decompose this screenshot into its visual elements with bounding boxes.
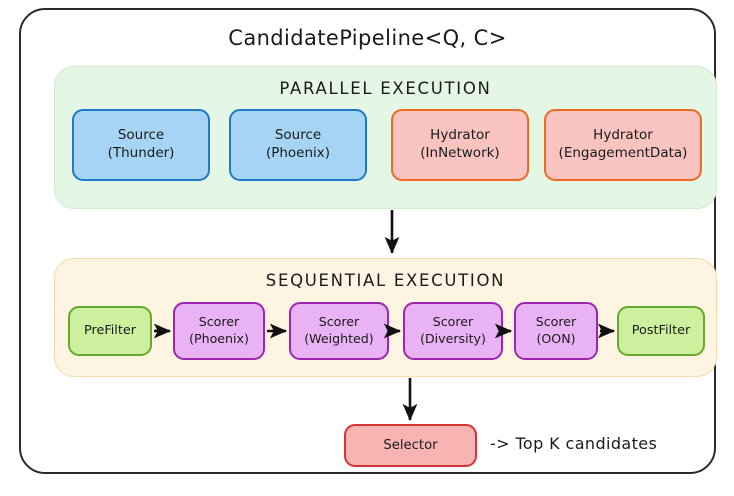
- node-label-line1: Scorer: [432, 314, 474, 330]
- node-label-line1: PostFilter: [631, 322, 691, 338]
- node-label-line1: Scorer: [198, 314, 240, 330]
- node-label-line1: Scorer: [318, 314, 360, 330]
- node-scorer-diversity[interactable]: Scorer (Diversity): [403, 302, 503, 360]
- node-label-line2: (InNetwork): [420, 145, 500, 161]
- node-label-line1: Hydrator: [593, 127, 653, 144]
- pipeline-container: CandidatePipeline<Q, C> PARALLEL EXECUTI…: [19, 8, 717, 474]
- node-scorer-oon[interactable]: Scorer (OON): [514, 302, 598, 360]
- node-label-line1: Source: [274, 127, 322, 144]
- node-scorer-weighted[interactable]: Scorer (Weighted): [289, 302, 389, 360]
- node-label-line1: PreFilter: [83, 322, 137, 338]
- diagram-title: CandidatePipeline<Q, C>: [228, 26, 507, 50]
- node-source-phoenix[interactable]: Source (Phoenix): [229, 109, 367, 181]
- node-selector[interactable]: Selector: [344, 424, 477, 467]
- node-label-line2: (EngagementData): [558, 145, 688, 161]
- sequential-execution-title: SEQUENTIAL EXECUTION: [265, 271, 506, 290]
- node-hydrator-innetwork[interactable]: Hydrator (InNetwork): [391, 109, 529, 181]
- node-label-line2: (OON): [536, 331, 576, 346]
- node-label-line1: Source: [117, 127, 165, 144]
- node-source-thunder[interactable]: Source (Thunder): [72, 109, 210, 181]
- node-postfilter[interactable]: PostFilter: [617, 306, 705, 356]
- sequential-execution-panel: SEQUENTIAL EXECUTION: [54, 258, 717, 377]
- parallel-execution-title: PARALLEL EXECUTION: [279, 79, 492, 98]
- node-label-line1: Scorer: [535, 314, 577, 330]
- node-prefilter[interactable]: PreFilter: [68, 306, 152, 356]
- node-label-line2: (Diversity): [420, 331, 486, 346]
- node-label-line1: Hydrator: [430, 127, 490, 144]
- node-hydrator-engagementdata[interactable]: Hydrator (EngagementData): [544, 109, 702, 181]
- node-label-line1: Selector: [383, 437, 438, 453]
- node-label-line2: (Phoenix): [189, 331, 249, 346]
- node-label-line2: (Thunder): [107, 145, 175, 161]
- node-label-line2: (Weighted): [304, 331, 374, 346]
- node-scorer-phoenix[interactable]: Scorer (Phoenix): [173, 302, 265, 360]
- output-label: -> Top K candidates: [490, 434, 658, 453]
- node-label-line2: (Phoenix): [265, 145, 331, 161]
